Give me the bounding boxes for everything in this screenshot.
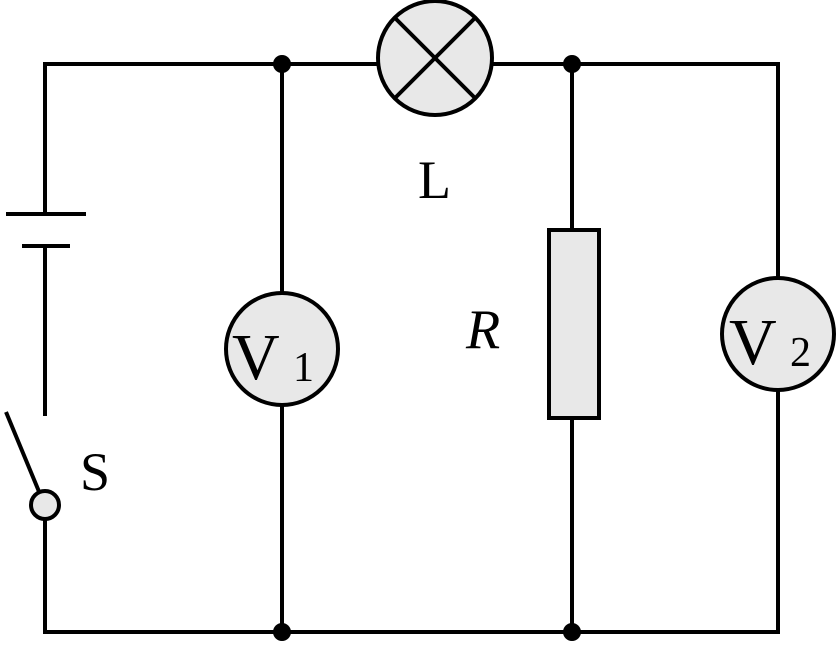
voltmeter-2-letter: V — [729, 306, 777, 379]
resistor-label: R — [465, 299, 500, 361]
switch-label: S — [80, 442, 110, 502]
lamp-label: L — [418, 150, 451, 210]
resistor-icon — [547, 228, 601, 420]
switch-icon — [4, 411, 61, 521]
lamp-cross-b — [393, 16, 477, 100]
lamp-icon — [376, 0, 494, 117]
switch-blade — [4, 411, 42, 495]
voltmeter-2-circle — [720, 276, 836, 392]
junction-dot — [273, 623, 291, 641]
voltmeter-1-subscript: 1 — [293, 345, 314, 391]
junction-dot — [563, 55, 581, 73]
junction-dot — [563, 623, 581, 641]
voltmeter-1-circle — [224, 291, 340, 407]
wires — [43, 62, 780, 634]
battery-icon — [6, 212, 86, 248]
voltmeter-2: V 2 — [720, 276, 836, 392]
junction-dot — [273, 55, 291, 73]
voltmeter-1: V 1 — [224, 291, 340, 407]
switch-contact — [29, 489, 61, 521]
voltmeter-1-letter: V — [232, 321, 280, 394]
junctions — [273, 55, 581, 641]
voltmeter-2-subscript: 2 — [790, 330, 811, 376]
